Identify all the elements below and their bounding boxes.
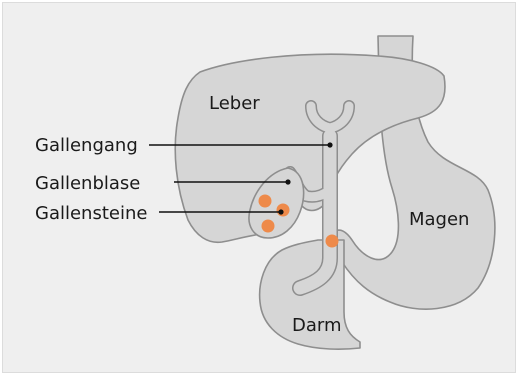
bile-duct-label: Gallengang	[35, 135, 138, 156]
gallstone	[262, 220, 275, 233]
gallbladder-leader-dot	[285, 179, 290, 184]
gallstones-label: Gallensteine	[35, 203, 147, 224]
bile-duct-leader-dot	[327, 142, 332, 147]
gallstone	[277, 204, 290, 217]
gallbladder-label: Gallenblase	[35, 173, 140, 194]
intestine-label: Darm	[292, 315, 342, 336]
gallstone	[326, 235, 339, 248]
gallstone	[259, 195, 272, 208]
gallstones-leader-dot	[278, 209, 283, 214]
stomach-label: Magen	[409, 209, 469, 230]
liver-label: Leber	[209, 93, 260, 114]
